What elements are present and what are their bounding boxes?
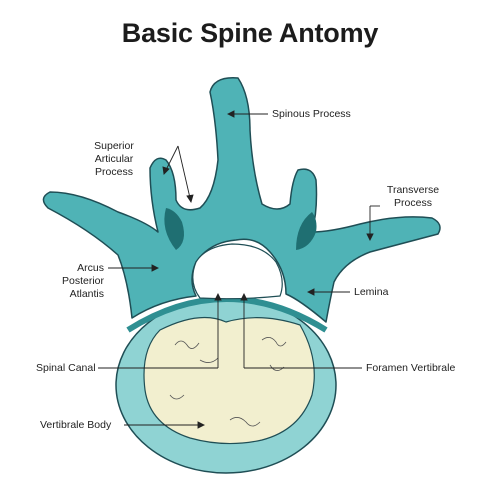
label-lemina: Lemina xyxy=(354,286,389,298)
spinal-canal-opening xyxy=(192,243,283,300)
label-line: Posterior xyxy=(61,275,104,287)
label-line: Atlantis xyxy=(69,288,104,300)
label-line: Transverse xyxy=(386,184,440,196)
label-line: Process xyxy=(394,197,432,209)
label-line: Process xyxy=(95,166,133,178)
left-facet xyxy=(164,208,184,250)
label-line: Superior xyxy=(94,140,134,152)
diagram-title: Basic Spine Antomy xyxy=(121,18,379,48)
label-arcus-posterior-atlantis: Arcus Posterior Atlantis xyxy=(40,262,104,301)
label-transverse-process: Transverse Process xyxy=(376,184,450,210)
label-spinous-process: Spinous Process xyxy=(272,108,351,120)
neural-arch xyxy=(42,77,441,323)
label-vertibrale-body: Vertibrale Body xyxy=(40,419,112,431)
vertebral-body-nucleus xyxy=(143,316,315,445)
label-superior-articular-process: Superior Articular Process xyxy=(84,140,144,179)
label-line: Arcus xyxy=(77,262,104,274)
right-facet xyxy=(296,212,317,250)
label-line: Articular xyxy=(94,153,134,165)
label-foramen-vertibrale: Foramen Vertibrale xyxy=(366,362,456,374)
label-spinal-canal: Spinal Canal xyxy=(36,362,96,374)
